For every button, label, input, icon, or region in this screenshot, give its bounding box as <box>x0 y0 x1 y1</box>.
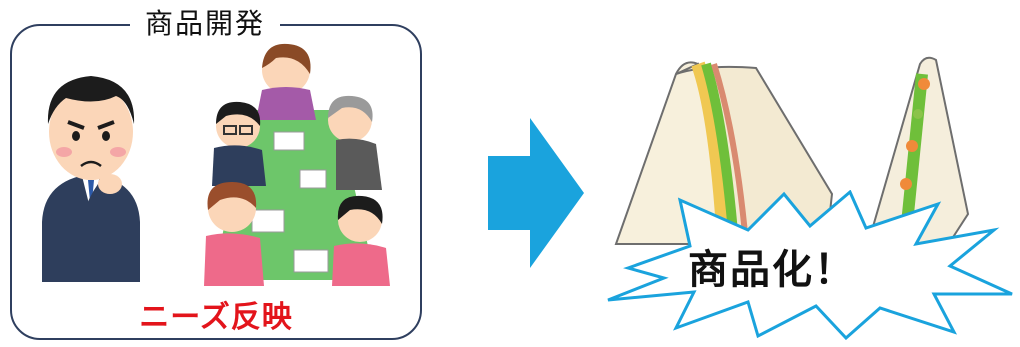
right-arrow-icon <box>488 118 584 268</box>
commercialization-label: 商品化！ <box>672 245 872 295</box>
needs-reflection-label: ニーズ反映 <box>106 298 326 338</box>
frame-title: 商品開発 <box>130 4 280 44</box>
team-meeting-icon <box>186 40 406 290</box>
thinking-businessman-icon <box>36 62 146 282</box>
